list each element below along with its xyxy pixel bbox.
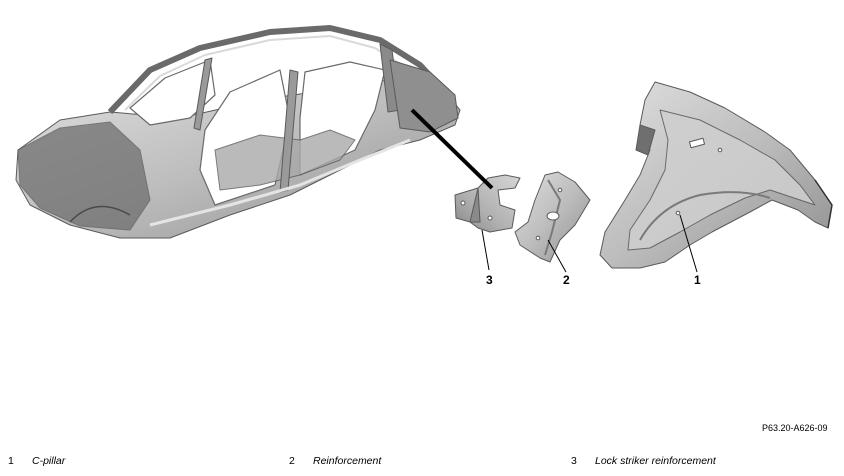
body-a-pillar xyxy=(193,57,213,131)
part-1-hole xyxy=(717,147,723,153)
legend-item-1: 1 C-pillar xyxy=(8,455,65,467)
leader-callout-1 xyxy=(679,214,698,273)
callout-1: 1 xyxy=(694,273,701,287)
reference-code: P63.20-A626-09 xyxy=(762,423,828,433)
legend-label: Reinforcement xyxy=(313,455,382,467)
part-3-lock-striker-reinforcement xyxy=(454,174,521,233)
part-1-slot xyxy=(688,137,706,149)
body-roof-frame-inner xyxy=(124,35,411,111)
legend-number: 3 xyxy=(571,455,577,467)
leader-callout-3 xyxy=(481,229,490,271)
part-3-hole xyxy=(460,200,466,206)
leader-lines xyxy=(410,108,698,273)
part-2-reinforcement xyxy=(514,171,591,263)
part-1-edge xyxy=(814,179,833,229)
legend-number: 2 xyxy=(289,455,295,467)
body-front-wheel-arch xyxy=(69,205,131,223)
part-2-hole xyxy=(557,187,563,193)
body-roof-frame xyxy=(107,25,448,115)
callout-3: 3 xyxy=(486,273,493,287)
part-1-dark-pocket xyxy=(635,124,656,156)
legend-label: C-pillar xyxy=(32,455,66,467)
leader-car-to-part-3 xyxy=(410,108,494,190)
body-b-pillar xyxy=(279,69,299,193)
body-sill xyxy=(149,138,411,227)
leader-callout-2 xyxy=(547,239,567,273)
part-2-slot xyxy=(546,211,560,221)
part-1-hole xyxy=(675,210,681,216)
legend-item-3: 3 Lock striker reinforcement xyxy=(571,455,716,467)
part-1-c-pillar xyxy=(599,81,833,269)
part-1-arch xyxy=(639,191,771,241)
legend-item-2: 2 Reinforcement xyxy=(289,455,381,467)
body-front-structure xyxy=(17,121,151,231)
part-3-hole xyxy=(487,215,493,221)
part-1-inner-panel xyxy=(627,109,816,251)
body-windshield-opening xyxy=(129,59,216,126)
part-3-flange xyxy=(469,187,481,223)
car-body-in-white xyxy=(15,25,461,239)
legend-number: 1 xyxy=(8,455,14,467)
legend-label: Lock striker reinforcement xyxy=(595,455,716,467)
callout-2: 2 xyxy=(563,273,570,287)
body-rear-structure xyxy=(389,59,459,133)
part-2-hole xyxy=(535,235,541,241)
